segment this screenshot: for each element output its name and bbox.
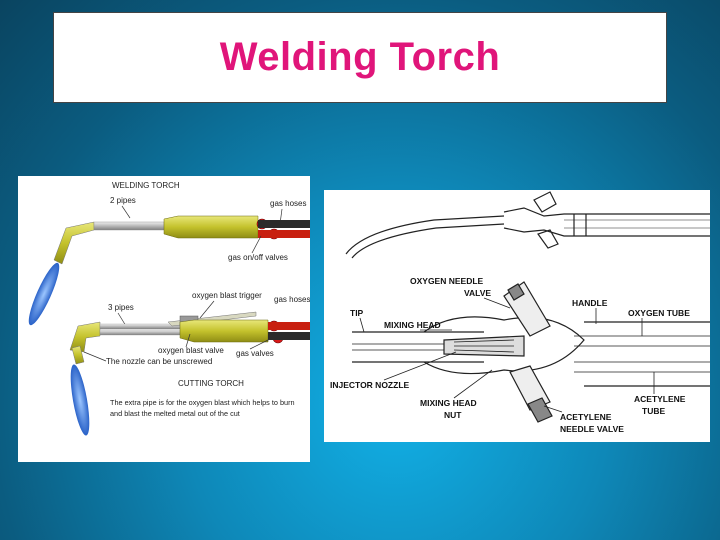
mixing-head-label: MIXING HEAD [384,320,441,330]
torch-cross-section-diagram: OXYGEN NEEDLE VALVE HANDLE TIP MIXING HE… [324,190,710,442]
nozzle-label: The nozzle can be unscrewed [106,357,212,366]
two-pipes-label: 2 pipes [110,196,136,205]
gas-hose-black [268,332,310,340]
leader-lines [359,297,655,413]
tip-label: TIP [350,308,364,318]
welding-pipes [93,221,165,231]
acetylene-tube-label-1: ACETYLENE [634,394,686,404]
welding-nozzle [53,221,95,265]
cutting-flame [70,364,90,436]
gas-hose-black [258,220,310,228]
welding-torch-illustration: WELDING TORCH 2 pipes gas hoses gas on/o… [18,176,310,462]
welding-flame [28,262,60,326]
oxygen-needle-label-2: VALVE [464,288,491,298]
acetylene-valve-label-2: NEEDLE VALVE [560,424,624,434]
cutting-handle [179,319,269,343]
welding-handle [163,215,259,239]
caption-line-1: The extra pipe is for the oxygen blast w… [110,398,295,407]
gas-hoses-label-bottom: gas hoses [274,295,310,304]
oxygen-needle-label-1: OXYGEN NEEDLE [410,276,484,286]
gas-valves-label-top: gas on/off valves [228,253,288,262]
mixing-nut-label-1: MIXING HEAD [420,398,477,408]
mixing-nut-label-2: NUT [444,410,462,420]
welding-torch-svg: WELDING TORCH 2 pipes gas hoses gas on/o… [28,181,310,436]
torch-external-view [345,191,710,259]
handle-label: HANDLE [572,298,608,308]
cutting-torch-heading: CUTTING TORCH [178,379,244,388]
slide-title: Welding Torch [219,35,501,79]
welding-torch-heading: WELDING TORCH [112,181,180,190]
gas-hoses-label-top: gas hoses [270,199,306,208]
gas-hose-red [268,322,310,330]
acetylene-valve-label-1: ACETYLENE [560,412,612,422]
acetylene-tube-label-2: TUBE [642,406,665,416]
oxygen-tube-label: OXYGEN TUBE [628,308,690,318]
title-box: Welding Torch [53,12,667,103]
injector-nozzle-label: INJECTOR NOZZLE [330,380,410,390]
cross-section-svg: OXYGEN NEEDLE VALVE HANDLE TIP MIXING HE… [330,191,710,434]
gas-hose-red [258,230,310,238]
torch-sectional-view [352,281,710,423]
three-pipes-label: 3 pipes [108,303,134,312]
oxygen-valve-label: oxygen blast valve [158,346,224,355]
gas-valves-label-bottom: gas valves [236,349,274,358]
cutting-pipes [99,323,181,330]
caption-line-2: and blast the melted metal out of the cu… [110,409,240,418]
oxygen-trigger-label: oxygen blast trigger [192,291,262,300]
